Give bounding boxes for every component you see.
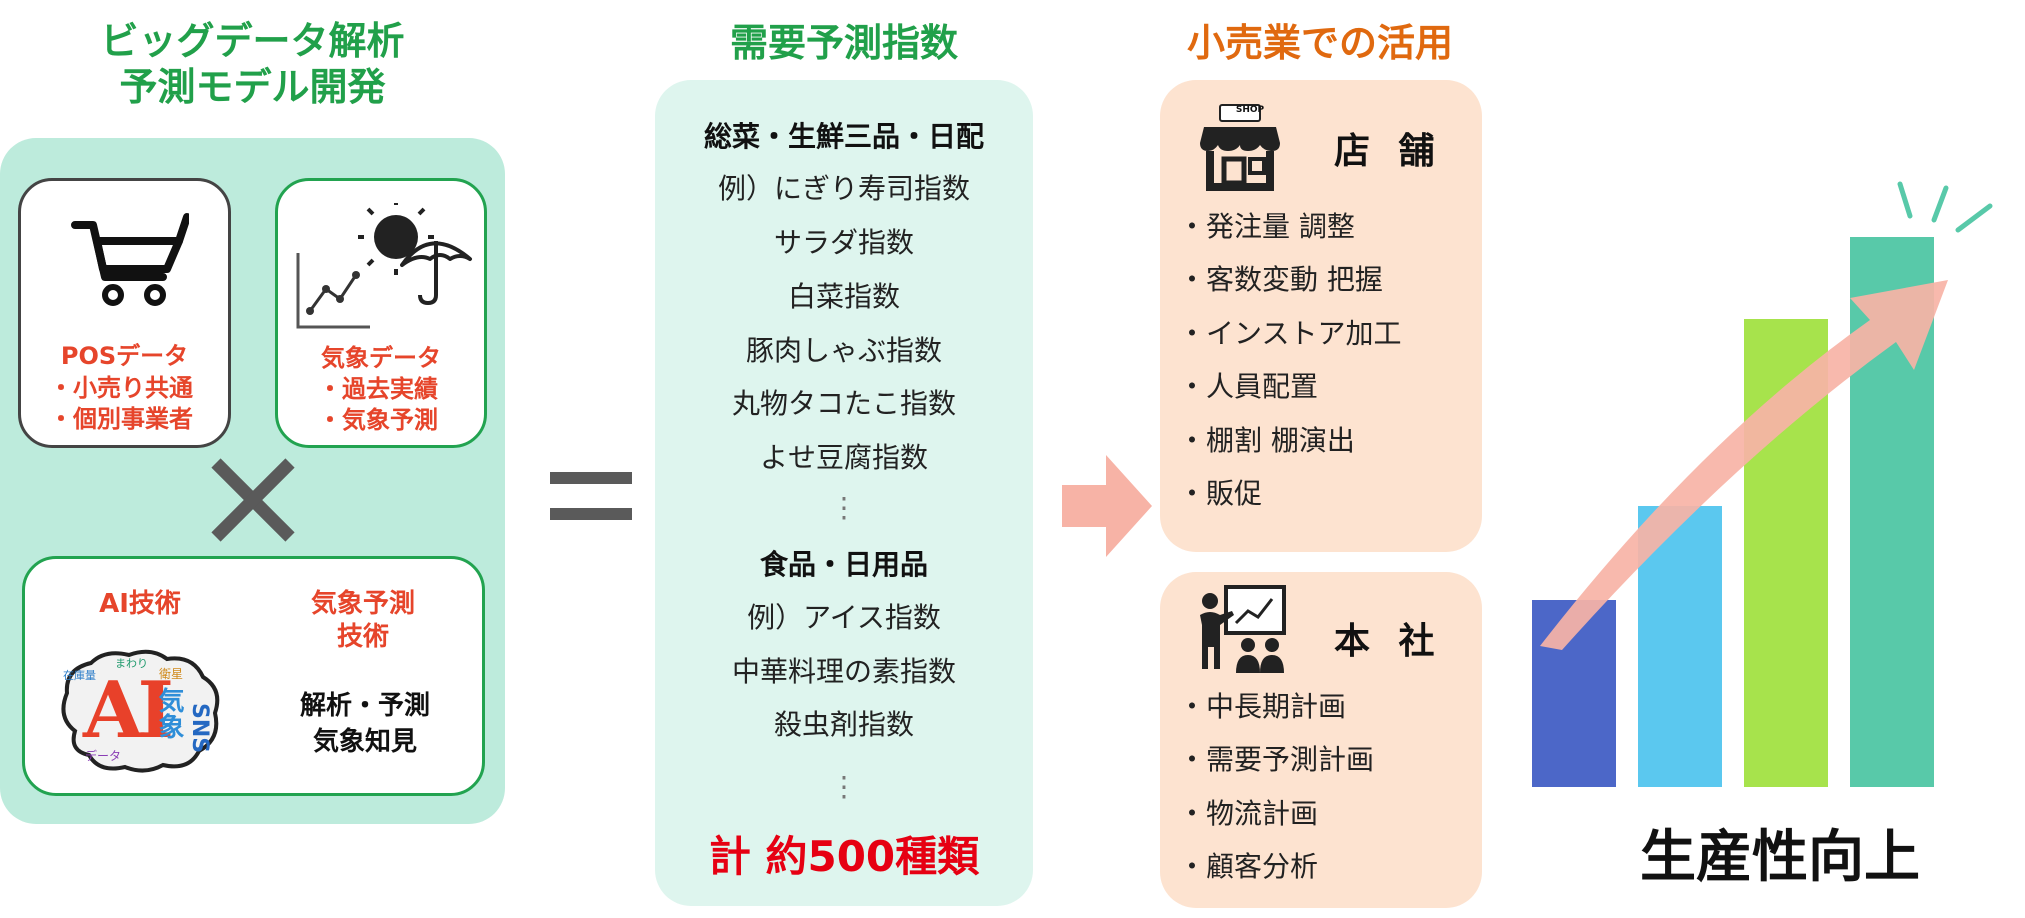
hq-title: 本 社 [1334,621,1443,662]
store-use-item: ・人員配置 [1178,370,1319,403]
analysis-line1: 解析・予測 [299,691,430,721]
retail-usage-title: 小売業での活用 [1186,21,1453,65]
left-title-line2: 予測モデル開発 [119,65,386,109]
sun-icon [358,203,434,275]
store-use-item: ・発注量 調整 [1178,210,1355,243]
right-arrow-icon [1062,455,1152,557]
pos-item-2: ・個別事業者 [49,405,193,433]
store-use-item: ・棚割 棚演出 [1178,424,1355,457]
weather-item-1: ・過去実績 [318,375,438,403]
left-title: ビッグデータ解析 予測モデル開発 [60,18,445,110]
shopping-cart-icon [71,213,189,306]
ellipsis-2: ⋮ [830,770,858,803]
ai-tech-label: AI技術 [99,589,181,619]
brain-word-4: データ [85,749,122,763]
hq-use-item: ・顧客分析 [1178,850,1319,883]
group2-heading: 食品・日用品 [759,548,928,581]
technology-card: AI技術 気象予測 技術 在庫量 まわり 衛星 データ AI 気象 SNS 解析… [22,556,485,796]
hq-use-item: ・需要予測計画 [1178,743,1375,776]
sparkle-icon [1897,181,1993,233]
weather-tech-label-line2: 技術 [336,622,389,652]
pos-data-card: POSデータ ・小売り共通 ・個別事業者 [18,178,231,448]
productivity-label: 生産性向上 [1640,825,1920,890]
index-item: 例）にぎり寿司指数 [717,172,970,205]
equals-icon [550,472,632,520]
index-item: よせ豆腐指数 [759,441,928,474]
analysis-line2: 気象知見 [312,727,417,757]
left-title-line1: ビッグデータ解析 [100,19,405,63]
ai-brain-illustration: 在庫量 まわり 衛星 データ AI 気象 SNS [55,647,223,775]
hq-use-item: ・中長期計画 [1178,690,1347,723]
shop-icon [1200,104,1280,191]
group1-heading: 総菜・生鮮三品・日配 [703,120,984,153]
presentation-icon [1200,585,1286,673]
index-item: サラダ指数 [773,226,914,259]
weather-data-heading: 気象データ [321,344,441,372]
brain-word-2: まわり [115,657,148,670]
index-item: 中華料理の素指数 [731,655,956,688]
growth-arrow-icon [1540,280,1948,650]
brain-word-sns: SNS [187,703,212,754]
demand-index-panel [655,80,1033,906]
hq-use-item: ・物流計画 [1178,797,1319,830]
store-title: 店 舗 [1334,131,1443,172]
brain-word-weather: 気象 [154,687,184,739]
index-item: 白菜指数 [787,280,900,313]
multiply-icon [211,458,295,542]
umbrella-icon [400,241,472,306]
store-use-item: ・インストア加工 [1178,317,1402,350]
brain-ai-text: AI [83,665,174,756]
index-item: 丸物タコたこ指数 [731,387,956,420]
store-use-item: ・販促 [1178,477,1263,510]
pos-item-1: ・小売り共通 [49,374,193,402]
weather-item-2: ・気象予測 [318,406,438,434]
brain-word-1: 在庫量 [63,669,96,682]
brain-word-3: 衛星 [159,667,184,681]
store-use-item: ・客数変動 把握 [1178,263,1383,296]
total-count: 計 約500種類 [708,832,980,881]
ellipsis-1: ⋮ [830,491,858,524]
weather-tech-label-line1: 気象予測 [310,589,415,619]
weather-data-card: 気象データ ・過去実績 ・気象予測 [275,178,487,448]
index-item: 例）アイス指数 [747,601,941,634]
pos-data-heading: POSデータ [60,342,189,370]
weather-graph-icon [296,203,472,329]
index-item: 豚肉しゃぶ指数 [745,334,942,367]
index-item: 殺虫剤指数 [773,708,914,741]
demand-index-title: 需要予測指数 [729,21,958,65]
shop-sign: SHOP [1235,105,1265,115]
